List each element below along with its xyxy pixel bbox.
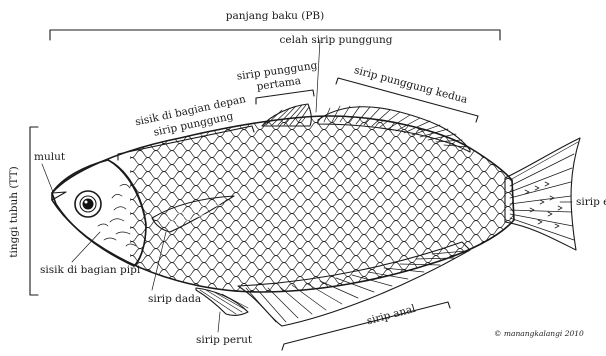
tail-fin xyxy=(505,138,580,250)
pectoral-fin-label: sirip dada xyxy=(148,293,201,305)
caudal-fin-label: sirip ekor xyxy=(576,196,606,208)
first-dorsal-bracket xyxy=(256,90,314,104)
standard-length-label: panjang baku (PB) xyxy=(226,10,325,22)
anal-fin-label: sirip anal xyxy=(366,303,418,328)
pelvic-fin-label: sirip perut xyxy=(196,334,253,346)
cheek-scales-label: sisik di bagian pipi xyxy=(40,264,141,276)
body-height-label: tinggi tubuh (TT) xyxy=(8,166,20,257)
anal-fin-bracket xyxy=(282,302,450,350)
second-dorsal-label: sirip punggung kedua xyxy=(353,64,469,106)
standard-length-bracket xyxy=(50,30,500,40)
dorsal-notch-label: celah sirip punggung xyxy=(280,34,393,46)
mouth-label: mulut xyxy=(34,151,66,163)
credit-text: © manangkalangi 2010 xyxy=(494,329,584,338)
fish-eye xyxy=(75,191,101,217)
